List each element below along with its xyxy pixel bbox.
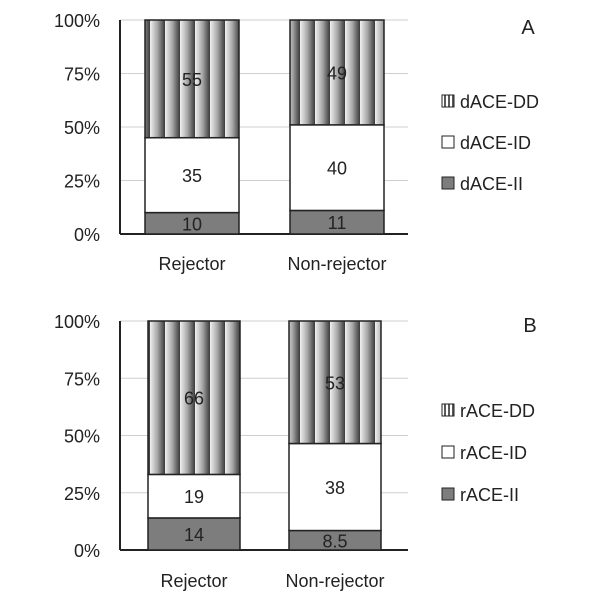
data-label: 14 <box>184 525 204 545</box>
x-category-label: Rejector <box>158 254 225 274</box>
data-label: 49 <box>327 63 347 83</box>
legend-label: rACE-II <box>460 485 519 505</box>
legend-label: rACE-DD <box>460 401 535 421</box>
data-label: 11 <box>328 213 347 233</box>
legend-swatch-dace-ii <box>441 176 455 190</box>
y-tick-label: 100% <box>54 312 100 332</box>
legend-swatch-dace-dd <box>441 94 455 108</box>
data-label: 10 <box>182 214 202 234</box>
panel-letter: B <box>523 315 536 337</box>
data-label: 35 <box>182 166 202 186</box>
bar-segment-race-dd <box>147 320 241 476</box>
y-tick-label: 0% <box>74 225 100 245</box>
bar-segment-race-dd <box>288 320 382 445</box>
legend-swatch-dace-id <box>441 135 455 149</box>
data-label: 38 <box>325 478 345 498</box>
x-category-label: Rejector <box>160 571 227 591</box>
bar-segment-race-id <box>147 473 241 519</box>
bar-segment-dace-id <box>144 136 240 214</box>
y-tick-label: 50% <box>64 118 100 138</box>
legend-label: dACE-II <box>460 174 523 194</box>
legend-swatch-race-dd <box>441 403 455 417</box>
legend-swatch-race-id <box>441 445 455 459</box>
bar-segment-race-id <box>288 442 382 532</box>
legend-label: dACE-ID <box>460 133 531 153</box>
y-tick-label: 75% <box>64 65 100 85</box>
data-label: 53 <box>325 373 345 393</box>
bar-segment-race-ii <box>147 517 241 551</box>
y-tick-label: 25% <box>64 484 100 504</box>
legend: dACE-DD dACE-ID dACE-II <box>441 92 539 194</box>
data-label: 19 <box>184 487 204 507</box>
y-tick-label: 50% <box>64 427 100 447</box>
x-category-label: Non-rejector <box>287 254 386 274</box>
data-label: 66 <box>184 389 204 409</box>
data-label: 40 <box>327 159 347 179</box>
bar-segment-dace-dd <box>144 19 240 139</box>
x-category-label: Non-rejector <box>285 571 384 591</box>
legend-label: dACE-DD <box>460 92 539 112</box>
y-tick-label: 0% <box>74 541 100 561</box>
legend-swatch-race-ii <box>441 487 455 501</box>
panel-letter: A <box>521 17 535 39</box>
y-tick-label: 25% <box>64 172 100 192</box>
y-tick-label: 75% <box>64 369 100 389</box>
data-label: 8.5 <box>322 531 347 551</box>
legend-label: rACE-ID <box>460 443 527 463</box>
data-label: 55 <box>182 70 202 90</box>
y-tick-label: 100% <box>54 11 100 31</box>
legend: rACE-DD rACE-ID rACE-II <box>441 401 535 505</box>
bar-segment-dace-dd <box>289 19 385 126</box>
